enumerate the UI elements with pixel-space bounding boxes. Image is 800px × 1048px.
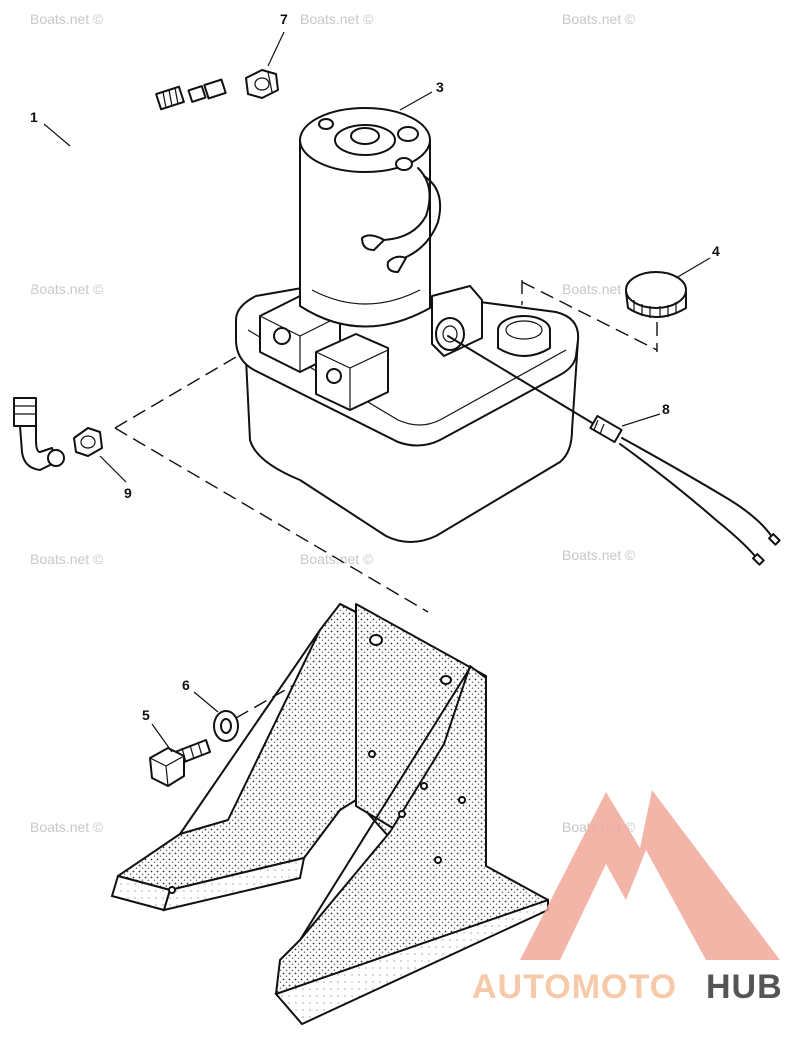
watermark: Boats.net © xyxy=(30,819,104,835)
part-1-hose xyxy=(13,78,227,471)
part-9-fitting xyxy=(73,427,103,457)
part-8-sensor xyxy=(447,335,781,566)
brand-logo-mark xyxy=(520,790,780,960)
brand-text-hub: HUB xyxy=(706,968,783,1006)
part-6-washer xyxy=(213,710,239,742)
brand-text-automoto: AUTOMOTO xyxy=(472,968,677,1006)
part-5-bolt xyxy=(149,739,211,787)
callout-1: 1 xyxy=(30,109,38,125)
callout-7: 7 xyxy=(280,11,288,27)
watermark: Boats.net © xyxy=(562,281,636,297)
callout-9: 9 xyxy=(124,485,132,501)
watermark: Boats.net © xyxy=(30,551,104,567)
callout-5: 5 xyxy=(142,707,150,723)
watermark: Boats.net © xyxy=(300,11,374,27)
brand-logo: AUTOMOTO HUB xyxy=(472,790,783,1006)
callout-6: 6 xyxy=(182,677,190,693)
callout-8: 8 xyxy=(662,401,670,417)
watermark: Boats.net © xyxy=(562,547,636,563)
callout-4: 4 xyxy=(712,243,720,259)
leader-lines xyxy=(43,31,711,753)
callouts: 1 7 3 4 8 9 5 6 xyxy=(30,11,720,723)
callout-3: 3 xyxy=(436,79,444,95)
part-7-fitting xyxy=(245,69,279,99)
part-3-motor-pump-assembly xyxy=(235,107,580,543)
part-4-filler-cap xyxy=(625,271,687,318)
watermark: Boats.net © xyxy=(30,11,104,27)
mounting-bracket xyxy=(110,603,549,1026)
watermark: Boats.net © xyxy=(562,11,636,27)
watermark: Boats.net © xyxy=(30,281,104,297)
